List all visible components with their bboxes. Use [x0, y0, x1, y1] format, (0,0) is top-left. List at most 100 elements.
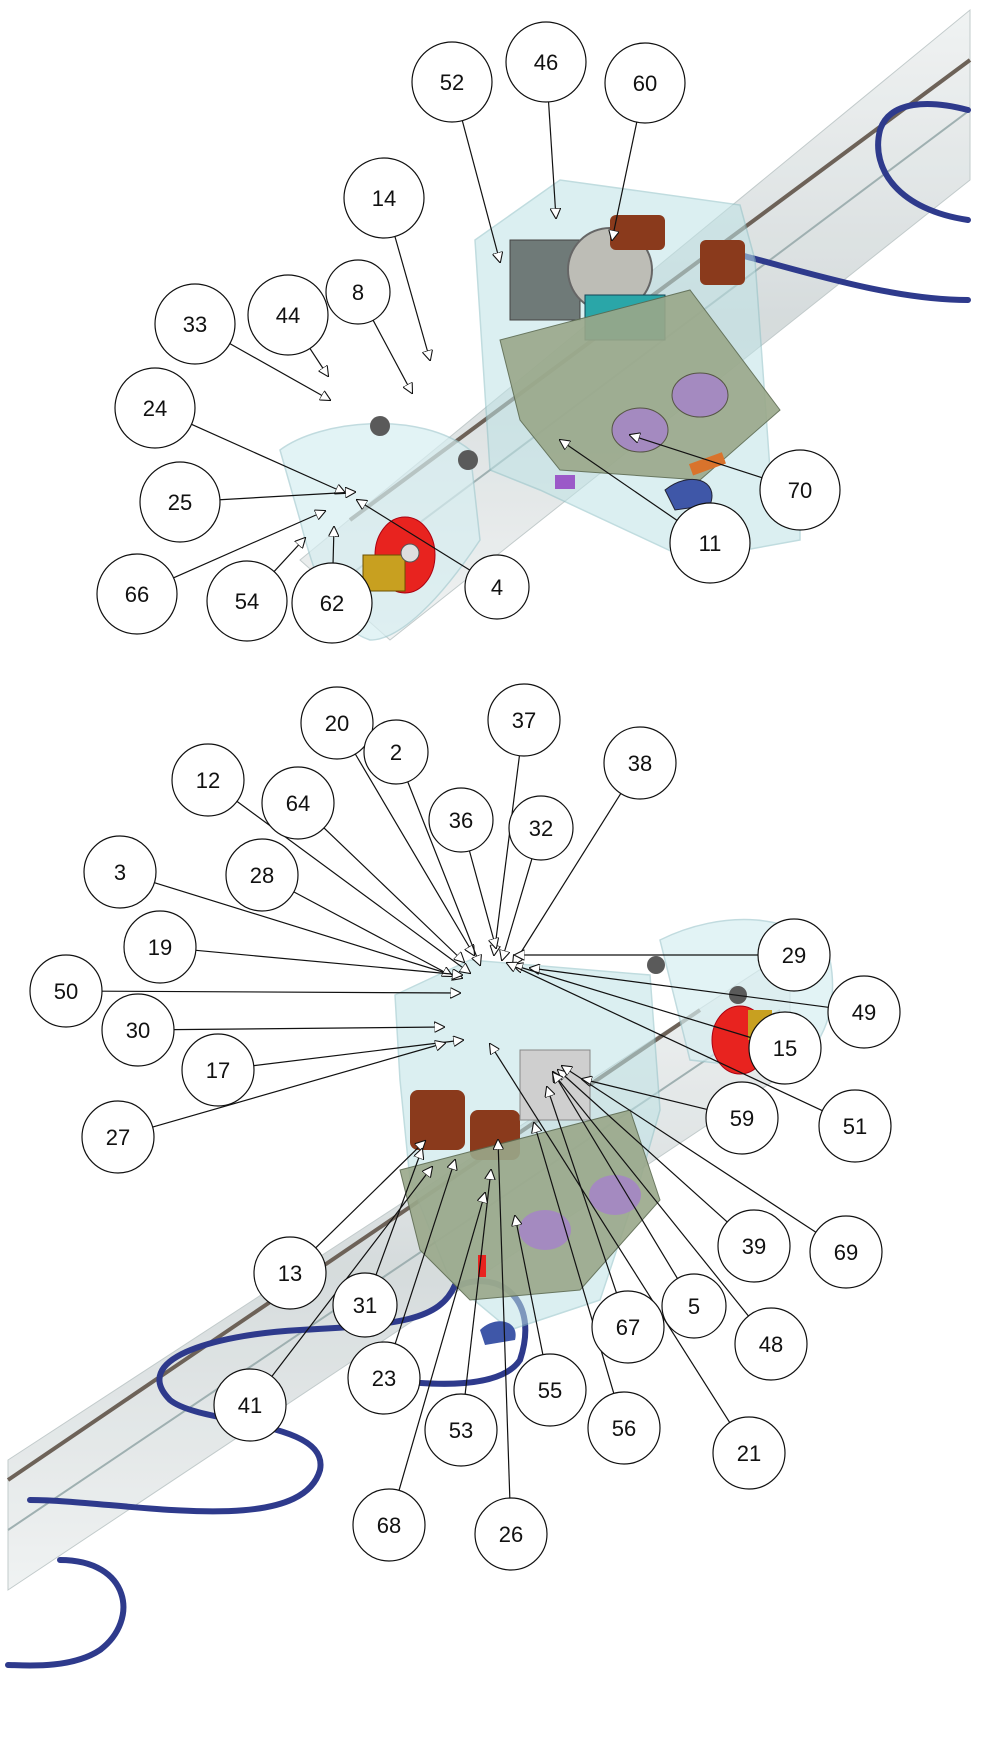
callout-label-70: 70 — [788, 478, 812, 503]
callout-label-56: 56 — [612, 1416, 636, 1441]
callout-circle-5 — [661, 1273, 727, 1339]
callout-label-30: 30 — [126, 1018, 150, 1043]
callout-label-62: 62 — [320, 591, 344, 616]
leader-2 — [407, 781, 480, 965]
callout-circle-15 — [748, 1011, 822, 1085]
leader-5 — [553, 1072, 678, 1279]
callout-circle-53 — [424, 1393, 498, 1467]
callout-label-15: 15 — [773, 1036, 797, 1061]
callout-label-19: 19 — [148, 935, 172, 960]
leader-41 — [271, 1167, 432, 1377]
callout-label-31: 31 — [353, 1293, 377, 1318]
callout-circle-67 — [591, 1290, 665, 1364]
callout-circle-27 — [81, 1100, 155, 1174]
callout-label-39: 39 — [742, 1234, 766, 1259]
callout-label-25: 25 — [168, 490, 192, 515]
callout-label-50: 50 — [54, 979, 78, 1004]
leader-31 — [375, 1149, 422, 1276]
callout-label-60: 60 — [633, 71, 657, 96]
leader-36 — [468, 850, 496, 948]
leader-62 — [333, 527, 334, 564]
callout-circle-69 — [809, 1215, 883, 1289]
roller-lower-a — [647, 956, 665, 974]
leader-23 — [394, 1160, 455, 1344]
callout-circle-3 — [83, 835, 157, 909]
callout-label-24: 24 — [143, 396, 167, 421]
leader-27 — [152, 1043, 445, 1128]
callout-circle-49 — [827, 975, 901, 1049]
leader-39 — [558, 1070, 728, 1223]
callout-circle-54 — [206, 560, 288, 642]
callout-circle-31 — [332, 1272, 398, 1338]
callout-label-64: 64 — [286, 791, 310, 816]
callout-circle-17 — [181, 1033, 255, 1107]
callout-circle-60 — [604, 42, 686, 124]
leader-49 — [530, 968, 829, 1008]
leader-33 — [229, 343, 330, 400]
leader-17 — [253, 1040, 463, 1067]
callout-label-5: 5 — [688, 1294, 700, 1319]
leader-68 — [398, 1193, 485, 1491]
callout-circle-37 — [487, 683, 561, 757]
leader-59 — [582, 1079, 708, 1111]
callout-circle-2 — [363, 719, 429, 785]
roller-lower-left — [519, 1210, 571, 1250]
callout-label-68: 68 — [377, 1513, 401, 1538]
callout-circle-36 — [428, 787, 494, 853]
callout-circle-19 — [123, 910, 197, 984]
callout-label-27: 27 — [106, 1125, 130, 1150]
callout-label-17: 17 — [206, 1058, 230, 1083]
callout-label-8: 8 — [352, 280, 364, 305]
leader-8 — [372, 319, 412, 393]
leader-55 — [515, 1216, 544, 1355]
callout-label-2: 2 — [390, 740, 402, 765]
callout-circle-51 — [818, 1089, 892, 1163]
leader-66 — [173, 511, 325, 579]
leader-4 — [357, 500, 471, 571]
leader-53 — [464, 1170, 491, 1395]
roller-8 — [458, 450, 478, 470]
leader-52 — [461, 120, 500, 262]
leader-54 — [273, 538, 305, 572]
leader-50 — [101, 991, 460, 993]
callout-circle-41 — [213, 1368, 287, 1442]
callout-label-3: 3 — [114, 860, 126, 885]
callout-circle-23 — [347, 1341, 421, 1415]
callout-label-28: 28 — [250, 863, 274, 888]
bottom-figure-art — [5, 918, 834, 1669]
shaft-end — [400, 543, 420, 563]
leader-30 — [173, 1027, 444, 1030]
callout-label-33: 33 — [183, 312, 207, 337]
callout-label-59: 59 — [730, 1106, 754, 1131]
leader-11 — [560, 440, 678, 521]
callout-circle-21 — [712, 1416, 786, 1490]
red-pin — [478, 1255, 486, 1277]
callout-circle-20 — [300, 686, 374, 760]
callout-label-66: 66 — [125, 582, 149, 607]
leader-24 — [191, 423, 345, 493]
callout-circle-50 — [29, 954, 103, 1028]
leader-20 — [354, 753, 474, 955]
leader-38 — [513, 793, 622, 965]
callout-circle-14 — [343, 157, 425, 239]
callout-label-29: 29 — [782, 943, 806, 968]
callout-circle-70 — [759, 449, 841, 531]
leader-28 — [293, 891, 452, 976]
callout-circle-4 — [464, 554, 530, 620]
callout-circle-25 — [139, 461, 221, 543]
leader-64 — [323, 827, 464, 962]
roller-right — [671, 372, 729, 418]
top-figure-art — [279, 8, 972, 641]
rail-edge-lower — [7, 1009, 781, 1531]
coil-right — [700, 240, 745, 285]
orange-tab — [688, 452, 726, 476]
callout-label-52: 52 — [440, 70, 464, 95]
leader-26 — [498, 1140, 511, 1499]
callout-label-67: 67 — [616, 1315, 640, 1340]
callout-label-46: 46 — [534, 50, 558, 75]
callout-circle-11 — [669, 502, 751, 584]
callout-circle-55 — [513, 1353, 587, 1427]
callout-circle-33 — [154, 283, 236, 365]
callout-label-11: 11 — [699, 531, 722, 556]
